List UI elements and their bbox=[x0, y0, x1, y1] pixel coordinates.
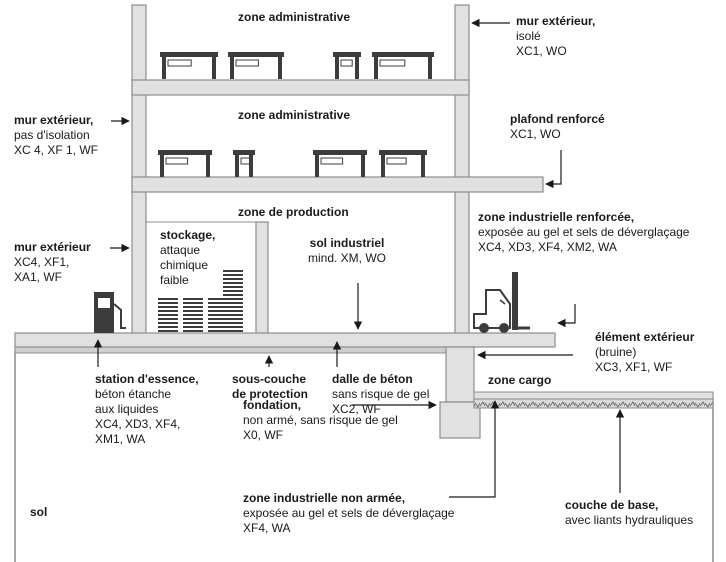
label-line: XC4, XD3, XF4, bbox=[95, 417, 181, 431]
label-line: (bruine) bbox=[595, 345, 637, 359]
zone-cargo: zone cargo bbox=[488, 373, 552, 387]
label-line: XC1, WO bbox=[510, 127, 561, 141]
foundation-footing bbox=[439, 401, 481, 439]
zone-administrative-top: zone administrative bbox=[238, 10, 351, 24]
desk-icon bbox=[228, 52, 284, 79]
label-line: exposée au gel et sels de déverglaçage bbox=[243, 506, 455, 520]
slabs bbox=[14, 79, 714, 439]
label-title: zone industrielle renforcée, bbox=[478, 210, 635, 224]
label-fondation: fondation, non armé, sans risque de gel … bbox=[243, 398, 398, 443]
label-line: XC 4, XF 1, WF bbox=[14, 143, 99, 157]
label-sol-industriel: sol industriel mind. XM, WO bbox=[308, 236, 386, 266]
slab-ground-floor bbox=[14, 332, 556, 348]
label-line: faible bbox=[160, 273, 189, 287]
label-title: dalle de béton bbox=[332, 372, 413, 386]
label-title: mur extérieur bbox=[14, 240, 91, 254]
label-zone-industrielle-non-armee: zone industrielle non armée, exposée au … bbox=[243, 491, 454, 536]
label-line: XA1, WF bbox=[14, 270, 63, 284]
storage-stacks bbox=[158, 270, 243, 332]
label-title: mur extérieur, bbox=[516, 14, 596, 28]
label-line: XC4, XF1, bbox=[14, 255, 70, 269]
storage-stack-icon bbox=[183, 298, 203, 332]
label-mur-exterieur-pas-isolation: mur extérieur, pas d'isolation XC 4, XF … bbox=[14, 113, 98, 158]
slab-plafond-renforce bbox=[131, 176, 544, 193]
label-station-essence: station d'essence, béton étanche aux liq… bbox=[95, 372, 199, 447]
storage-stack-icon bbox=[223, 270, 243, 332]
desk-icon bbox=[233, 150, 255, 177]
label-plafond-renforce: plafond renforcé XC1, WO bbox=[510, 112, 605, 142]
label-line: XM1, WA bbox=[95, 432, 146, 446]
label-line: isolé bbox=[516, 29, 541, 43]
label-line: béton étanche bbox=[95, 387, 172, 401]
fuel-pump-icon bbox=[94, 292, 126, 333]
storage-wall bbox=[255, 221, 269, 335]
leader-lines bbox=[93, 18, 625, 498]
label-element-exterieur: élément extérieur (bruine) XC3, XF1, WF bbox=[595, 330, 694, 375]
label-dalle-beton: dalle de béton sans risque de gel XC2, W… bbox=[332, 372, 429, 417]
label-title: élément extérieur bbox=[595, 330, 695, 344]
sous-couche-protection-layer bbox=[14, 346, 448, 354]
label-title: fondation, bbox=[243, 398, 301, 412]
office-desks bbox=[158, 52, 434, 177]
column-left bbox=[131, 4, 147, 336]
label-title: sol bbox=[30, 505, 48, 519]
desk-icon bbox=[372, 52, 434, 79]
label-sous-couche: sous-couche de protection bbox=[232, 372, 308, 402]
desk-icon bbox=[333, 52, 361, 79]
label-line: XC2, WF bbox=[332, 402, 381, 416]
label-line: exposée au gel et sels de déverglaçage bbox=[478, 225, 690, 239]
label-title: sous-couche bbox=[232, 372, 307, 386]
label-line: pas d'isolation bbox=[14, 128, 90, 142]
label-mur-exterieur-xa1: mur extérieur XC4, XF1, XA1, WF bbox=[14, 240, 91, 285]
label-line: X0, WF bbox=[243, 428, 284, 442]
arrow-plafond bbox=[545, 150, 562, 189]
arrow-zone-ind-renforcee bbox=[557, 304, 576, 328]
desk-icon bbox=[158, 150, 212, 177]
label-title: mur extérieur, bbox=[14, 113, 94, 127]
label-title: couche de base, bbox=[565, 498, 659, 512]
storage-stack-icon bbox=[208, 298, 228, 332]
label-line: non armé, sans risque de gel bbox=[243, 413, 398, 427]
foundation-shaft bbox=[445, 346, 475, 403]
label-line: attaque bbox=[160, 243, 201, 257]
storage-stack-icon bbox=[158, 298, 178, 332]
label-title: sol industriel bbox=[309, 236, 385, 250]
zone-production: zone de production bbox=[238, 205, 349, 219]
zone-administrative-middle: zone administrative bbox=[238, 108, 351, 122]
cargo-slab bbox=[473, 391, 714, 400]
label-mur-exterieur-isole: mur extérieur, isolé XC1, WO bbox=[516, 14, 595, 59]
desk-icon bbox=[313, 150, 367, 177]
label-couche-de-base: couche de base, avec liants hydrauliques bbox=[565, 498, 693, 528]
forklift-icon bbox=[473, 272, 530, 333]
label-sol: sol bbox=[30, 505, 47, 520]
label-line: XC3, XF1, WF bbox=[595, 360, 673, 374]
label-line: XF4, WA bbox=[243, 521, 291, 535]
arrow-zone-ind-non-armee bbox=[449, 400, 500, 498]
label-title: plafond renforcé bbox=[510, 112, 605, 126]
label-line: avec liants hydrauliques bbox=[565, 513, 694, 527]
label-title: zone industrielle non armée, bbox=[243, 491, 406, 505]
desk-icon bbox=[379, 150, 427, 177]
label-title: station d'essence, bbox=[95, 372, 199, 386]
label-line: aux liquides bbox=[95, 402, 159, 416]
label-title: stockage, bbox=[160, 228, 216, 242]
label-line: sans risque de gel bbox=[332, 387, 430, 401]
column-right bbox=[454, 4, 470, 336]
label-line: mind. XM, WO bbox=[308, 251, 387, 265]
label-line: XC1, WO bbox=[516, 44, 567, 58]
couche-de-base-gravel bbox=[473, 398, 714, 409]
label-stockage: stockage, attaque chimique faible bbox=[160, 228, 215, 288]
label-zone-industrielle-renforcee: zone industrielle renforcée, exposée au … bbox=[478, 210, 689, 255]
label-line: de protection bbox=[232, 387, 309, 401]
label-line: chimique bbox=[160, 258, 209, 272]
desk-icon bbox=[160, 52, 218, 79]
slab-upper bbox=[131, 79, 470, 96]
label-line: XC4, XD3, XF4, XM2, WA bbox=[478, 240, 617, 254]
